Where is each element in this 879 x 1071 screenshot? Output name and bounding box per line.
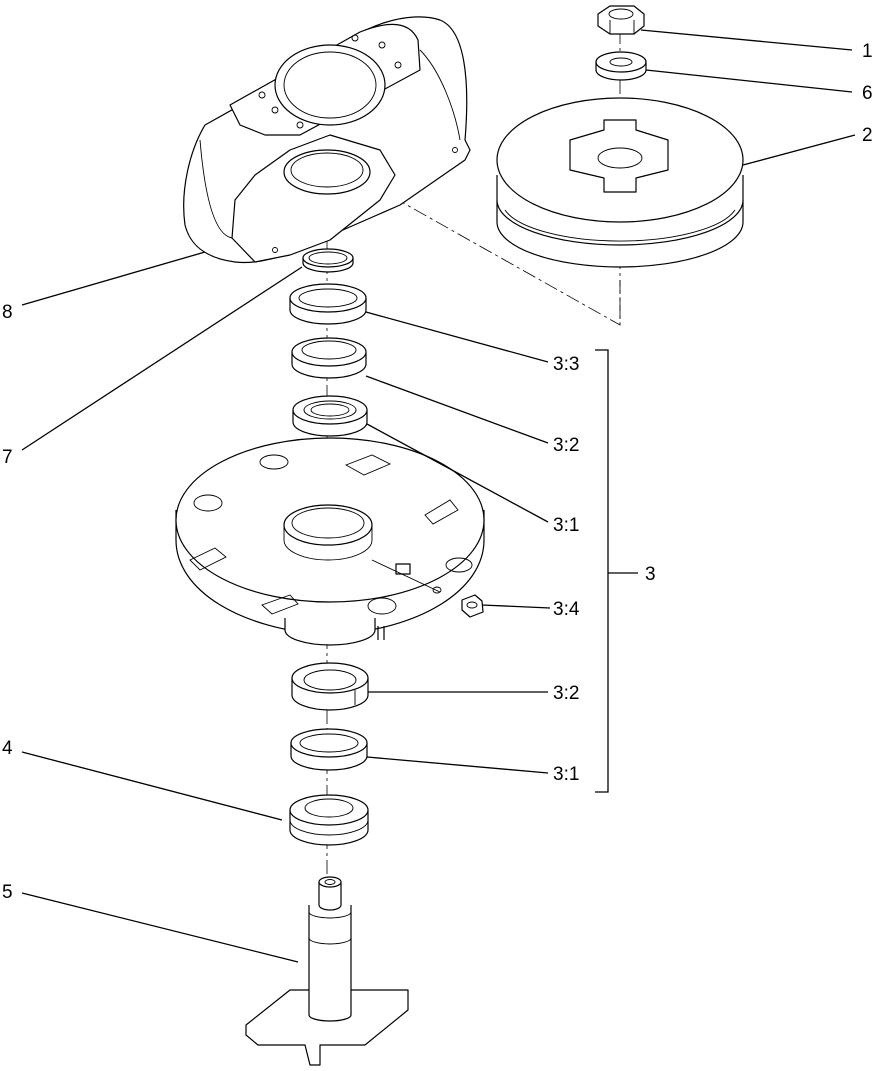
callout-2: 2 <box>862 125 873 146</box>
leader-4 <box>21 751 283 821</box>
leader-3-3 <box>365 311 549 363</box>
leader-3-1-lower <box>366 756 549 774</box>
part-spindle-plate <box>175 437 485 646</box>
part-retaining-ring <box>302 248 354 273</box>
leader-6 <box>645 69 853 93</box>
callout-4: 4 <box>2 738 13 759</box>
leader-3-2-upper <box>365 375 549 444</box>
callout-1: 1 <box>862 41 873 62</box>
callout-3-2-lower: 3:2 <box>553 683 579 704</box>
part-seal-lower <box>289 794 369 846</box>
callout-labels: 1 6 2 8 7 3:3 3:2 3:1 3 3:4 3:2 3:1 4 5 <box>2 41 873 903</box>
part-spindle-shaft <box>245 876 409 1066</box>
callout-3: 3 <box>645 564 656 585</box>
leader-3-1-upper <box>366 423 549 523</box>
leader-lines <box>21 29 856 963</box>
leader-8 <box>21 251 206 306</box>
pulley-alignment-line <box>326 159 621 326</box>
part-washer <box>595 51 647 81</box>
part-pulley <box>496 97 744 268</box>
callout-3-2-upper: 3:2 <box>553 435 579 456</box>
callout-3-1-upper: 3:1 <box>553 515 579 536</box>
part-bearing-cup-lower <box>290 728 368 771</box>
callout-6: 6 <box>862 83 873 104</box>
callout-3-1-lower: 3:1 <box>553 764 579 785</box>
leader-2 <box>742 134 856 166</box>
part-seal-upper <box>292 395 368 437</box>
part-bearing-cone-upper <box>291 337 367 379</box>
bracket-3 <box>595 349 609 793</box>
callout-3-4: 3:4 <box>553 599 580 620</box>
leader-7 <box>21 266 303 451</box>
leader-5 <box>21 892 299 963</box>
part-bearing-cone-lower <box>291 662 369 711</box>
part-bearing-cup-3-3 <box>289 283 367 325</box>
callout-3-3: 3:3 <box>553 354 579 375</box>
callout-7: 7 <box>2 447 13 468</box>
part-spindle-housing <box>183 16 471 264</box>
leader-3-4 <box>481 604 551 609</box>
leader-1 <box>640 29 853 51</box>
part-grease-fitting <box>461 594 484 618</box>
part-nut <box>597 5 645 35</box>
callout-5: 5 <box>2 882 13 903</box>
callout-8: 8 <box>2 302 13 323</box>
